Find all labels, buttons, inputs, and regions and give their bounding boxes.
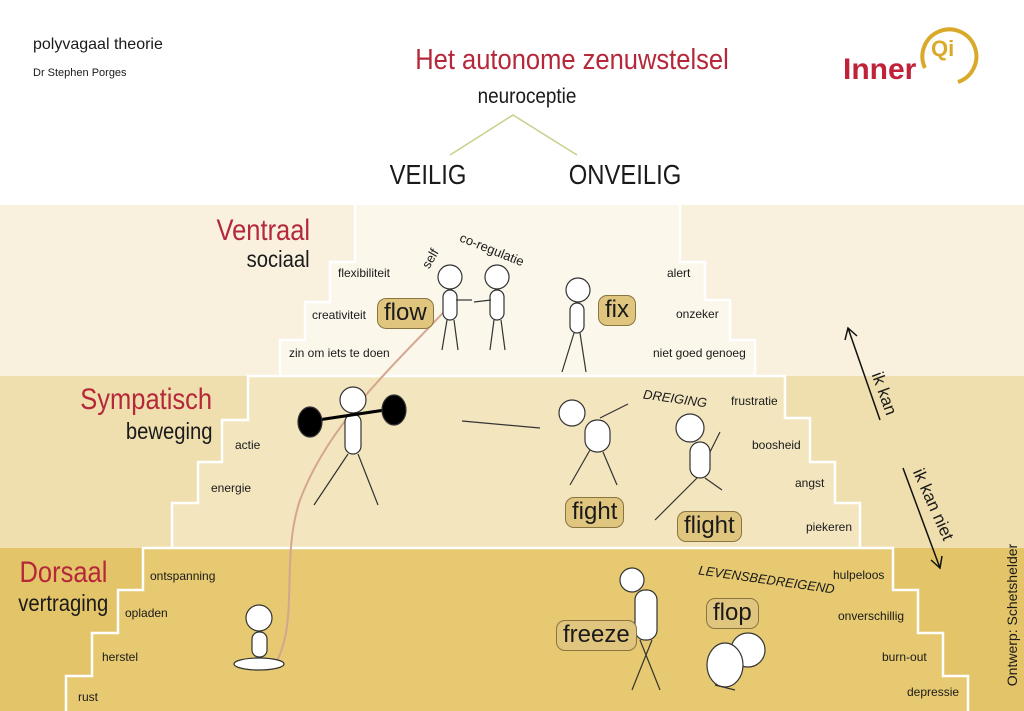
dorsal-left-item: rust <box>78 690 99 704</box>
ventral-left-item: zin om iets te doen <box>289 346 390 360</box>
neuroception-label: neuroceptie <box>477 85 577 108</box>
ventral-right-item: alert <box>667 266 691 280</box>
theory-label: polyvagaal theorie <box>33 36 163 53</box>
sympathetic-right-item: frustratie <box>731 394 778 408</box>
page-title: Het autonome zenuwstelsel <box>415 44 729 76</box>
arrow-down-icon <box>902 467 941 569</box>
figure-flight-icon <box>654 413 723 521</box>
dorsal-left-item: herstel <box>102 650 139 664</box>
sympathetic-subtitle: beweging <box>125 418 212 444</box>
figure-self-icon <box>437 264 472 351</box>
sympathetic-left-item: actie <box>235 438 261 452</box>
freeze-badge: freeze <box>556 620 637 651</box>
ventral-title: Ventraal <box>216 214 310 247</box>
dorsal-right-item: burn-out <box>882 650 927 664</box>
safe-label: VEILIG <box>389 159 467 190</box>
flow-badge: flow <box>377 298 434 329</box>
dorsal-subtitle: vertraging <box>17 590 108 616</box>
arrows <box>844 326 943 570</box>
dorsal-right-item: depressie <box>907 685 960 699</box>
branch-lines <box>449 114 578 156</box>
ventral-right-item: onzeker <box>676 307 719 321</box>
ventral-subtitle: sociaal <box>246 246 310 272</box>
flight-badge: flight <box>677 511 742 542</box>
sympathetic-left-item: energie <box>211 481 252 495</box>
figure-fighter-icon <box>461 399 629 486</box>
stair-lines <box>64 205 970 711</box>
author-label: Dr Stephen Porges <box>33 67 127 79</box>
figure-fix-icon <box>561 277 591 373</box>
sympathetic-right-item: angst <box>795 476 825 490</box>
fight-badge: fight <box>565 497 625 528</box>
sympathetic-right-item: piekeren <box>806 520 853 534</box>
innerqi-logo-ring <box>920 27 979 84</box>
unsafe-label: ONVEILIG <box>568 159 682 190</box>
arrow-up-icon <box>847 327 881 421</box>
dorsal-right-item: onverschillig <box>838 609 905 623</box>
flop-badge: flop <box>706 598 759 629</box>
logo-text: Inner <box>843 53 917 86</box>
dorsal-right-item: hulpeloos <box>833 568 885 582</box>
sympathetic-right-item: boosheid <box>752 438 801 452</box>
figure-coregulation-icon <box>473 264 510 351</box>
ventral-right-item: niet goed genoeg <box>653 346 746 360</box>
figure-flop-icon <box>706 632 766 691</box>
dorsal-left-item: opladen <box>125 606 168 620</box>
design-credit: Ontwerp: Schetshelder <box>1004 543 1020 687</box>
figure-weightlifter-icon <box>297 386 407 506</box>
stick-figures <box>233 264 766 691</box>
sympathetic-title: Sympatisch <box>80 383 212 416</box>
dorsal-left-item: ontspanning <box>150 569 216 583</box>
fix-badge: fix <box>598 295 636 326</box>
dorsal-title: Dorsaal <box>19 556 107 589</box>
logo-mark: Qi <box>931 36 955 61</box>
ventral-left-item: creativiteit <box>312 308 367 322</box>
ventral-left-item: flexibiliteit <box>338 266 391 280</box>
figure-freeze-icon <box>619 567 661 691</box>
flow-connector <box>274 299 456 666</box>
figure-meditating-icon <box>233 604 285 671</box>
